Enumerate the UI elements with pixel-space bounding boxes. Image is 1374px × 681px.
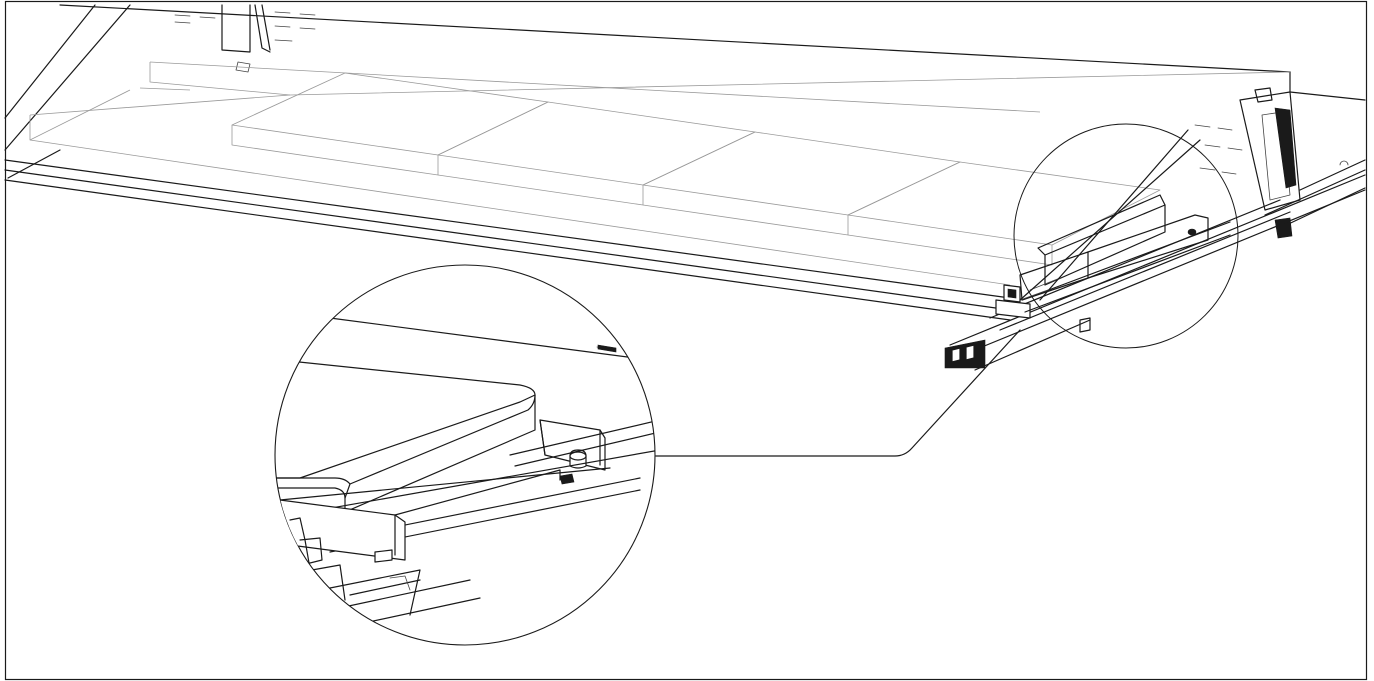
frame-structure — [4, 4, 1366, 321]
front-channel-rail — [944, 174, 1366, 371]
rail-profile-detail-source — [1019, 194, 1231, 313]
panel-frame-outline — [29, 61, 1291, 286]
callout-leader-line — [655, 329, 1021, 457]
upright-bracket-left — [174, 4, 316, 73]
drawing-border — [4, 0, 1368, 681]
mounting-clip — [995, 284, 1031, 319]
deck-panels — [231, 72, 1161, 266]
right-support-rails — [1194, 87, 1366, 239]
leader-line-upper-2 — [1039, 129, 1189, 301]
callout-source-circle — [1013, 123, 1239, 349]
